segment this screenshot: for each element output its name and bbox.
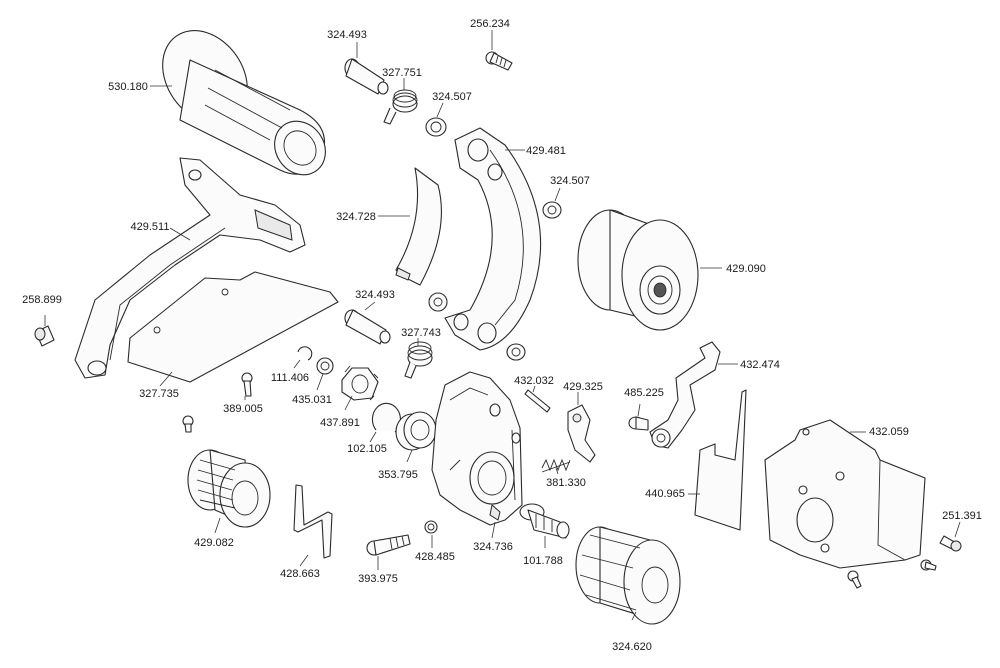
- part-label-compression-spring: 381.330: [546, 477, 586, 489]
- spring-lower-part: [404, 341, 433, 379]
- part-label-screw-top: 256.234: [470, 18, 510, 30]
- arc-guide-part: [444, 127, 542, 351]
- hook-lever-part: [649, 341, 721, 449]
- screw-loose-part: [182, 415, 194, 433]
- compression-spring-part: [541, 458, 571, 473]
- screw-plate-lower-part: [847, 570, 862, 589]
- shim-plate-part: [694, 389, 747, 531]
- pin-lower-part: [344, 309, 391, 345]
- gear-nut-part: [341, 365, 379, 401]
- part-label-pulley-wheel: 429.090: [726, 263, 766, 275]
- part-label-spring-lower: 327.743: [401, 327, 441, 339]
- part-labels: 530.180 324.493 256.234 327.751 324.507 429.4…: [22, 18, 982, 653]
- part-label-screw-right: 251.391: [942, 510, 982, 522]
- part-label-washer-right: 324.507: [550, 175, 590, 187]
- part-label-washer-small: 101.788: [523, 555, 563, 567]
- part-label-ring-washer: 435.031: [292, 394, 332, 406]
- latch-bracket-part: [567, 404, 596, 463]
- part-label-screw-left: 258.899: [22, 294, 62, 306]
- pulley-wheel-part: [577, 209, 699, 331]
- part-label-drive-roller: 324.620: [612, 641, 652, 653]
- screw-left-part: [34, 325, 55, 347]
- part-label-gasket-plate: 327.735: [139, 388, 179, 400]
- side-plate-part: [764, 419, 926, 569]
- gear-housing-part: [431, 371, 523, 526]
- screw-top-part: [485, 51, 513, 71]
- part-label-retaining-ring: 102.105: [347, 443, 387, 455]
- washer-mid-part: [428, 292, 448, 312]
- circlip-small-part: [297, 346, 313, 361]
- washer-lower-part: [506, 343, 526, 361]
- part-label-washer-upper: 324.507: [432, 91, 472, 103]
- set-screw-part: [628, 416, 649, 431]
- part-label-roller-gear: 429.082: [194, 537, 234, 549]
- part-label-curved-plate: 324.728: [336, 211, 376, 223]
- cap-screw-part: [366, 534, 411, 556]
- pin-upper-part: [344, 58, 389, 95]
- part-label-latch-bracket: 429.325: [563, 381, 603, 393]
- part-label-gear-nut: 437.891: [320, 417, 360, 429]
- ball-bearing-part: [395, 411, 437, 451]
- dowel-pin-part: [524, 389, 551, 413]
- lever-arm-part: [74, 157, 306, 379]
- shaft-fitting-part: [519, 503, 570, 539]
- part-label-lever-arm: 429.511: [131, 221, 170, 233]
- part-label-pin-lower: 324.493: [355, 289, 395, 301]
- part-label-dowel-pin: 432.032: [514, 375, 554, 387]
- curved-plate-part: [395, 167, 442, 286]
- part-label-ball-bearing: 353.795: [378, 469, 418, 481]
- screw-small-part: [241, 372, 253, 397]
- part-label-side-plate: 432.059: [869, 426, 909, 438]
- roller-gear-part: [187, 449, 271, 528]
- part-label-pin-upper: 324.493: [327, 29, 367, 41]
- part-label-hook-lever: 432.474: [740, 359, 780, 371]
- washer-right-part: [542, 201, 562, 219]
- washer-small-part: [424, 520, 438, 534]
- gasket-plate-part: [127, 271, 339, 383]
- part-label-set-screw: 485.225: [624, 387, 664, 399]
- part-label-handle-grip: 530.180: [108, 81, 148, 93]
- part-label-shaft-fitting: 428.485: [415, 551, 455, 563]
- bracket-strip-part: [293, 484, 333, 559]
- part-label-spring-upper: 327.751: [382, 67, 422, 79]
- part-label-screw-small: 389.005: [223, 403, 263, 415]
- part-label-gear-housing: 428.663: [280, 568, 320, 580]
- ring-washer-part: [316, 357, 334, 375]
- part-label-bracket-strip: 324.736: [473, 541, 513, 553]
- part-label-circlip-small: 111.406: [271, 372, 309, 384]
- part-label-cap-screw: 393.975: [358, 573, 398, 585]
- screw-right-part: [939, 535, 962, 552]
- screw-plate-right-part: [920, 559, 937, 571]
- part-label-shim-plate: 440.965: [645, 488, 685, 500]
- part-label-arc-guide: 429.481: [526, 145, 566, 157]
- drive-roller-part: [575, 526, 681, 625]
- washer-upper-part: [425, 117, 447, 137]
- spring-upper-part: [383, 89, 418, 125]
- handle-grip-part: [162, 30, 326, 176]
